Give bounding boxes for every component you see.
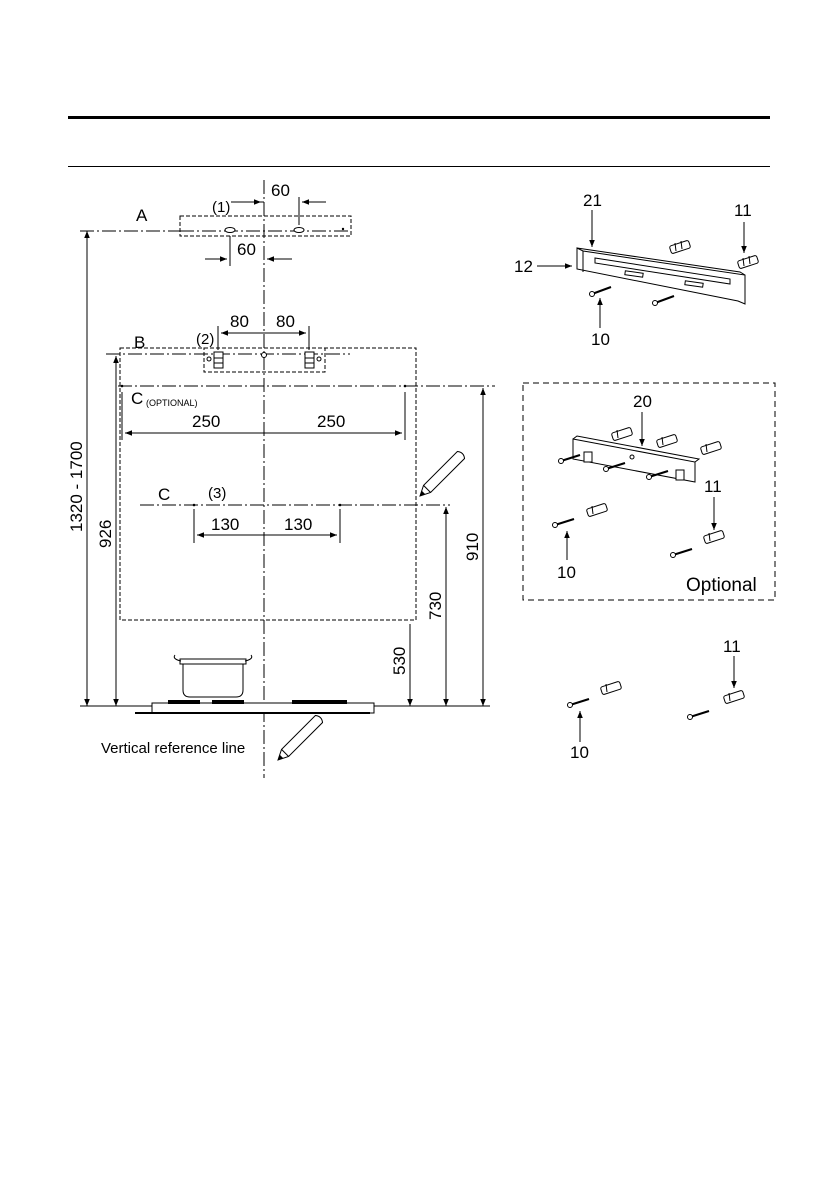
wall-plug-icon bbox=[700, 441, 721, 455]
optional-tag: (OPTIONAL) bbox=[146, 398, 198, 408]
label-c-optional: C bbox=[131, 389, 143, 408]
dim-height-c: 730 bbox=[426, 592, 445, 620]
dim-a-left: 60 bbox=[237, 240, 256, 259]
dim-c-opt-right: 250 bbox=[317, 412, 345, 431]
wall-plug-icon bbox=[723, 690, 744, 704]
level-b bbox=[106, 326, 416, 620]
wall-plug-icon bbox=[586, 503, 607, 517]
dim-height-c-opt: 910 bbox=[463, 533, 482, 561]
part-20: 20 bbox=[633, 392, 652, 411]
dim-c-opt-left: 250 bbox=[192, 412, 220, 431]
dim-c-right: 130 bbox=[284, 515, 312, 534]
label-b: B bbox=[134, 333, 145, 352]
screw-icon bbox=[590, 287, 612, 297]
dim-height-hob: 530 bbox=[390, 647, 409, 675]
part-12: 12 bbox=[514, 257, 533, 276]
pencil-icon bbox=[274, 714, 323, 763]
dim-a-right: 60 bbox=[271, 181, 290, 200]
part-10-optional: 10 bbox=[557, 563, 576, 582]
wall-plug-icon bbox=[669, 240, 690, 254]
screw-icon bbox=[653, 296, 675, 306]
part-10-loose: 10 bbox=[570, 743, 589, 762]
level-c-optional bbox=[118, 385, 495, 440]
dim-b-right: 80 bbox=[276, 312, 295, 331]
label-a: A bbox=[136, 206, 148, 225]
wall-plug-icon bbox=[611, 427, 632, 441]
label-c: C bbox=[158, 485, 170, 504]
pencil-icon bbox=[416, 450, 465, 499]
wall-plug-icon bbox=[737, 255, 758, 269]
part-11-optional: 11 bbox=[704, 477, 722, 496]
screw-icon bbox=[553, 519, 575, 528]
part-11-top: 11 bbox=[734, 201, 752, 220]
vertical-reference-label: Vertical reference line bbox=[101, 740, 245, 757]
bracket-slot-left bbox=[214, 352, 223, 368]
bracket-21 bbox=[577, 248, 745, 304]
screw-icon bbox=[688, 711, 710, 720]
note-1: (1) bbox=[212, 199, 230, 216]
dim-height-b: 926 bbox=[96, 520, 115, 548]
vertical-dimensions bbox=[87, 231, 483, 706]
screw-icon bbox=[671, 549, 693, 558]
bracket-20 bbox=[573, 436, 699, 482]
optional-caption: Optional bbox=[686, 575, 757, 596]
wall-plug-icon bbox=[656, 434, 677, 448]
part-10-top: 10 bbox=[591, 330, 610, 349]
part-21: 21 bbox=[583, 191, 602, 210]
note-3: (3) bbox=[208, 485, 226, 502]
pot-icon bbox=[174, 655, 252, 697]
wall-plug-icon bbox=[703, 530, 724, 544]
screw-icon bbox=[568, 699, 590, 708]
cooktop bbox=[80, 700, 490, 713]
note-2: (2) bbox=[196, 331, 214, 348]
dim-b-left: 80 bbox=[230, 312, 249, 331]
bracket-slot-right bbox=[305, 352, 314, 368]
part-11-loose: 11 bbox=[723, 637, 741, 656]
wall-plug-icon bbox=[600, 681, 621, 695]
dim-c-left: 130 bbox=[211, 515, 239, 534]
dim-total-height: 1320 - 1700 bbox=[67, 441, 86, 532]
